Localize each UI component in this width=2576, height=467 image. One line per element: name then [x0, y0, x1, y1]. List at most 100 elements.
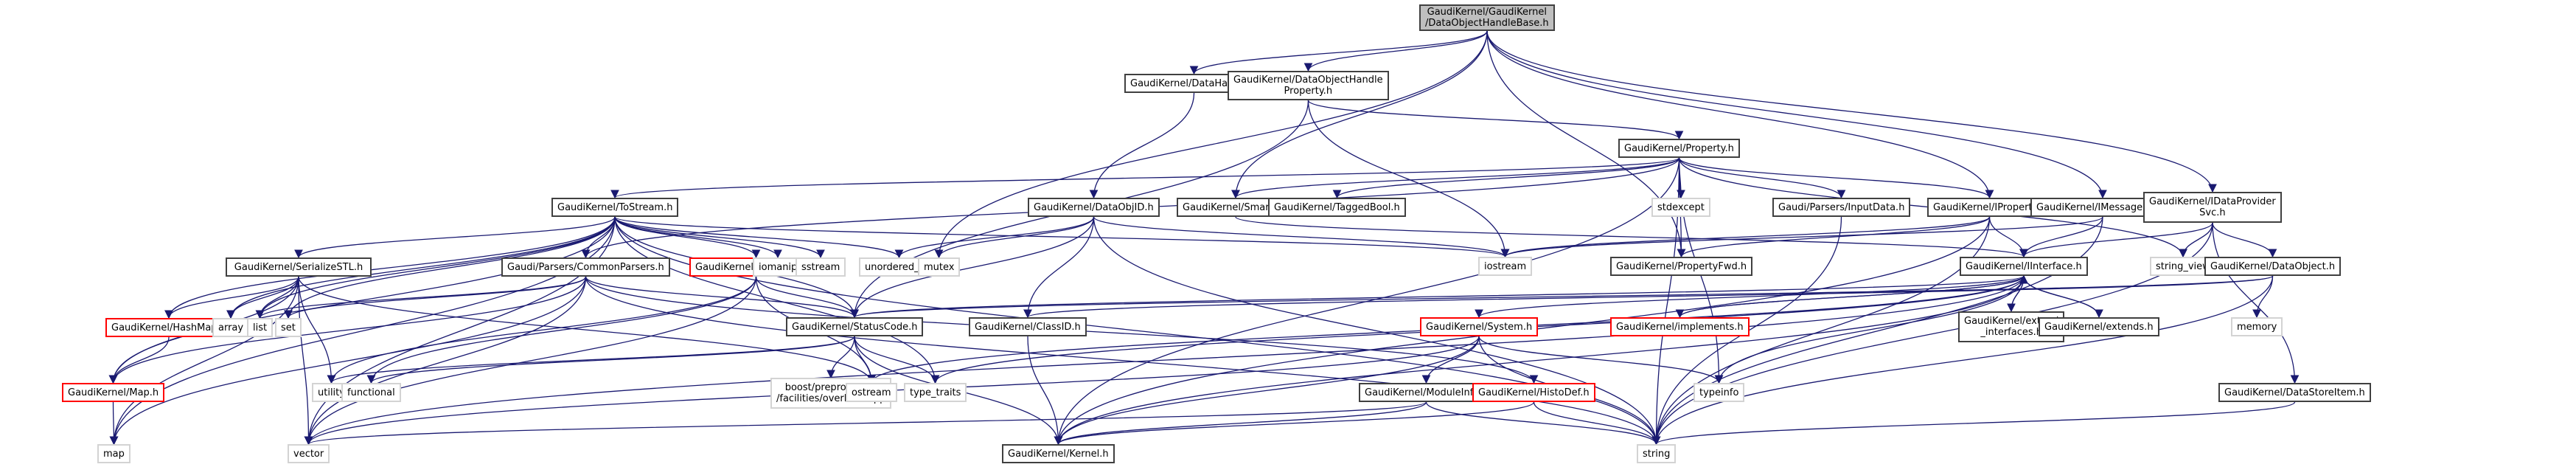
edge-tostream-to-vectormap — [614, 216, 761, 259]
edge-moduleinfo-to-vector — [304, 401, 1427, 446]
graph-node-taggedbool[interactable]: GaudiKernel/TaggedBool.h — [1268, 198, 1406, 217]
edge-tostream-to-hashmap — [164, 216, 616, 319]
edge-statuscode-to-ostream — [854, 336, 876, 384]
graph-node-array: array — [212, 318, 250, 337]
edge-root-to-smartif — [1231, 30, 1488, 199]
graph-node-iomanip: iomanip — [753, 257, 804, 277]
edge-commonparsers-to-map — [109, 276, 587, 446]
edge-commonparsers-to-list — [255, 276, 587, 319]
edge-vectormap-to-vector — [304, 276, 757, 446]
graph-node-ostream: ostream — [846, 383, 897, 402]
edge-iinterface-to-statuscode — [850, 275, 2025, 319]
graph-node-serializestl[interactable]: GaudiKernel/SerializeSTL.h — [226, 257, 372, 277]
edge-tostream-to-vector — [304, 216, 616, 446]
graph-node-system[interactable]: GaudiKernel/System.h — [1420, 317, 1539, 336]
edge-datahandle-to-dataobjid — [1089, 92, 1195, 199]
graph-node-classid[interactable]: GaudiKernel/ClassID.h — [969, 317, 1087, 336]
graph-node-implements[interactable]: GaudiKernel/implements.h — [1610, 317, 1750, 336]
edge-root-to-imessagesvc — [1486, 30, 2107, 199]
graph-node-mutex: mutex — [918, 257, 961, 277]
graph-node-kernel[interactable]: GaudiKernel/Kernel.h — [1002, 444, 1115, 463]
edge-iinterface-to-typeinfo — [1714, 275, 2025, 384]
graph-node-property[interactable]: GaudiKernel/Property.h — [1618, 139, 1740, 158]
graph-node-memory: memory — [2231, 317, 2283, 336]
edge-vectormap-to-utility — [327, 276, 757, 384]
edge-vectormap-to-functional — [366, 276, 757, 384]
edge-dataobjid-to-unordered_set — [894, 216, 1095, 259]
edge-statuscode-to-overload — [826, 336, 855, 379]
graph-node-iinterface[interactable]: GaudiKernel/IInterface.h — [1960, 257, 2088, 276]
graph-node-datastoreitem[interactable]: GaudiKernel/DataStoreItem.h — [2218, 383, 2371, 402]
edge-statuscode-to-functional — [366, 336, 855, 384]
graph-node-root[interactable]: GaudiKernel/GaudiKernel /DataObjectHandl… — [1419, 4, 1555, 31]
edge-iproperty-to-iostream — [1500, 216, 1991, 258]
graph-node-hashmap[interactable]: GaudiKernel/HashMap.h — [105, 318, 232, 337]
graph-node-statuscode[interactable]: GaudiKernel/StatusCode.h — [786, 317, 924, 336]
edge-idataprovider-to-string_view — [2179, 222, 2213, 258]
edge-root-to-dohprop — [1303, 30, 1488, 72]
graph-node-commonparsers[interactable]: Gaudi/Parsers/CommonParsers.h — [501, 257, 670, 277]
edge-tostream-to-array — [226, 216, 616, 319]
edge-dohprop-to-iostream — [1307, 100, 1510, 258]
edge-serializestl-to-utility — [298, 276, 336, 384]
edge-property-to-inputdata — [1678, 157, 1846, 199]
graph-node-histodef[interactable]: GaudiKernel/HistoDef.h — [1472, 383, 1595, 402]
edge-dataobject-to-string — [1651, 275, 2274, 446]
edge-commonparsers-to-vector — [304, 276, 587, 446]
graph-node-vector: vector — [288, 444, 330, 463]
edge-statuscode-to-utility — [327, 336, 855, 384]
edge-serializestl-to-ostream — [298, 276, 876, 384]
edge-root-to-iproperty — [1486, 30, 1994, 199]
graph-node-map: map — [97, 444, 130, 463]
edge-serializestl-to-hashmap — [164, 276, 299, 319]
edge-vectormap-to-statuscode — [755, 276, 859, 319]
edge-dataobject-to-statuscode — [850, 275, 2274, 319]
edge-property-to-smartif — [1231, 157, 1680, 199]
graph-node-typeinfo: typeinfo — [1693, 383, 1745, 402]
edge-moduleinfo-to-string — [1425, 401, 1661, 446]
graph-node-dataobjid[interactable]: GaudiKernel/DataObjID.h — [1028, 198, 1160, 217]
graph-node-tostream[interactable]: GaudiKernel/ToStream.h — [551, 198, 679, 217]
graph-node-dataobject[interactable]: GaudiKernel/DataObject.h — [2204, 257, 2342, 276]
graph-node-list: list — [247, 318, 274, 337]
edge-commonparsers-to-statuscode — [585, 276, 859, 319]
graph-node-map-h[interactable]: GaudiKernel/Map.h — [62, 383, 165, 402]
edge-iinterface-to-vector — [304, 275, 2025, 446]
graph-node-moduleinfo[interactable]: GaudiKernel/ModuleInfo.h — [1359, 383, 1494, 402]
edge-dataobject-to-classid — [1023, 275, 2274, 319]
edge-property-to-kernel — [1054, 157, 1680, 446]
edge-tostream-to-serializestl — [294, 216, 616, 259]
graph-node-iostream: iostream — [1478, 257, 1533, 276]
graph-node-stdexcept: stdexcept — [1651, 198, 1710, 217]
edge-smartif-to-iinterface — [1235, 216, 2028, 258]
graph-node-set: set — [275, 318, 302, 337]
edge-dataobjid-to-mutex — [934, 216, 1095, 259]
edge-root-to-mutex — [934, 30, 1488, 259]
edge-tostream-to-unordered_set — [614, 216, 904, 259]
edge-idataprovider-to-datastoreitem — [2212, 222, 2300, 384]
edge-tostream-to-type_traits — [614, 216, 940, 384]
edge-dataobjid-to-string — [1093, 216, 1661, 446]
edge-dataobjid-to-classid — [1023, 216, 1095, 319]
edge-extends-to-iinterface — [2019, 274, 2100, 318]
graph-node-idataprovider[interactable]: GaudiKernel/IDataProvider Svc.h — [2143, 192, 2282, 223]
graph-node-extends[interactable]: GaudiKernel/extends.h — [2039, 317, 2159, 336]
edge-serializestl-to-vector — [298, 276, 313, 446]
edge-iinterface-to-system — [1475, 275, 2025, 319]
graph-node-functional: functional — [341, 383, 401, 402]
edge-tostream-to-sstream — [614, 216, 825, 259]
graph-node-type-traits: type_traits — [904, 383, 967, 402]
edge-tostream-to-list — [255, 216, 616, 319]
edge-property-to-tostream — [610, 157, 1680, 199]
graph-node-sstream: sstream — [796, 257, 846, 277]
graph-node-dohprop[interactable]: GaudiKernel/DataObjectHandle Property.h — [1228, 71, 1389, 100]
edge-dataobjid-to-iostream — [1093, 216, 1510, 258]
edge-system-to-kernel — [1054, 336, 1480, 446]
graph-node-inputdata[interactable]: Gaudi/Parsers/InputData.h — [1772, 198, 1911, 217]
graph-node-propertyfwd[interactable]: GaudiKernel/PropertyFwd.h — [1610, 257, 1753, 276]
edge-root-to-datahandle — [1189, 30, 1488, 75]
edge-tostream-to-iomanip — [614, 216, 782, 259]
edge-commonparsers-to-string — [585, 276, 1661, 446]
